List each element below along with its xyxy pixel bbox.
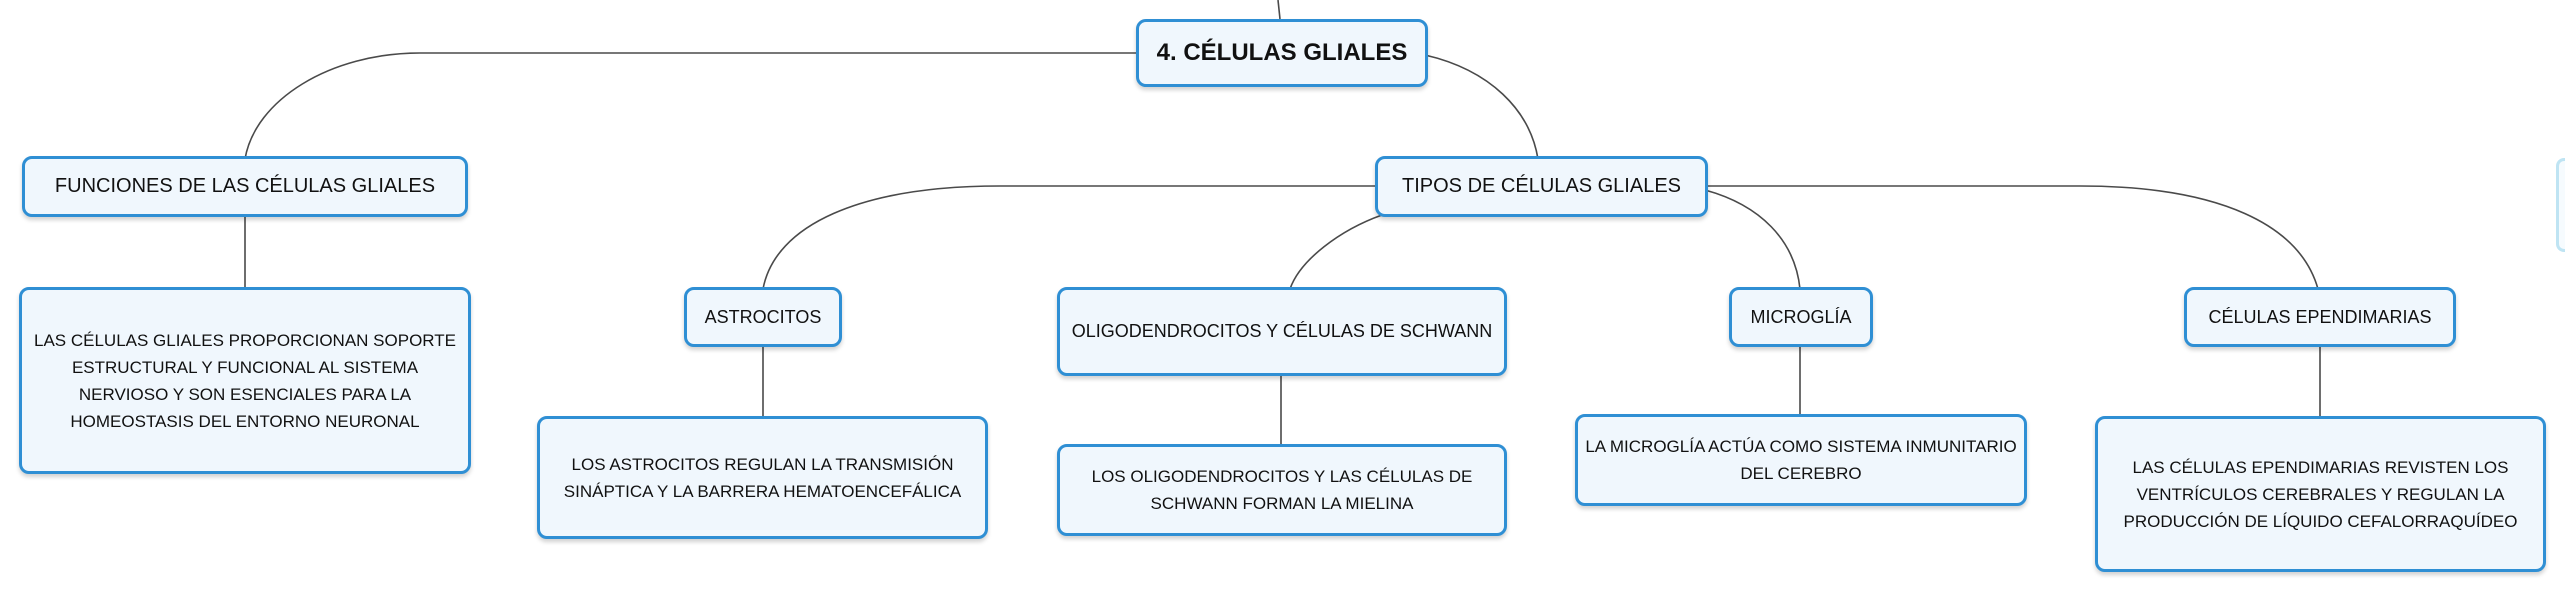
astrocytes-node[interactable]: ASTROCITOS <box>684 287 842 347</box>
ependymal-node-label: CÉLULAS EPENDIMARIAS <box>2208 306 2432 327</box>
ependymal-detail-node[interactable]: LAS CÉLULAS EPENDIMARIAS REVISTEN LOS VE… <box>2095 416 2546 572</box>
types-node[interactable]: TIPOS DE CÉLULAS GLIALES <box>1375 156 1708 217</box>
oligodendrocytes-node-label: OLIGODENDROCITOS Y CÉLULAS DE SCHWANN <box>1071 321 1493 341</box>
microglia-node-label: MICROGLÍA <box>1750 306 1852 327</box>
offscreen-node-edge[interactable] <box>2556 158 2565 252</box>
astrocytes-detail-text: LOS ASTROCITOS REGULAN LA TRANSMISIÓN SI… <box>563 454 962 501</box>
functions-detail-node[interactable]: LAS CÉLULAS GLIALES PROPORCIONAN SOPORTE… <box>19 287 471 474</box>
oligodendrocytes-detail-text: LOS OLIGODENDROCITOS Y LAS CÉLULAS DE SC… <box>1091 467 1473 513</box>
connector-root-functions <box>244 52 1138 160</box>
microglia-detail-text: LA MICROGLÍA ACTÚA COMO SISTEMA INMUNITA… <box>1585 437 2017 483</box>
microglia-detail-node[interactable]: LA MICROGLÍA ACTÚA COMO SISTEMA INMUNITA… <box>1575 414 2027 506</box>
functions-node[interactable]: FUNCIONES DE LAS CÉLULAS GLIALES <box>22 156 468 217</box>
oligodendrocytes-node[interactable]: OLIGODENDROCITOS Y CÉLULAS DE SCHWANN <box>1057 287 1507 376</box>
oligodendrocytes-detail-node[interactable]: LOS OLIGODENDROCITOS Y LAS CÉLULAS DE SC… <box>1057 444 1507 536</box>
types-node-label: TIPOS DE CÉLULAS GLIALES <box>1402 175 1681 197</box>
ependymal-node[interactable]: CÉLULAS EPENDIMARIAS <box>2184 287 2456 347</box>
ependymal-detail-text: LAS CÉLULAS EPENDIMARIAS REVISTEN LOS VE… <box>2123 457 2518 531</box>
functions-detail-text: LAS CÉLULAS GLIALES PROPORCIONAN SOPORTE… <box>34 330 456 431</box>
astrocytes-detail-node[interactable]: LOS ASTROCITOS REGULAN LA TRANSMISIÓN SI… <box>537 416 988 539</box>
astrocytes-node-label: ASTROCITOS <box>704 306 822 327</box>
connector-types-microglia <box>1704 189 1801 290</box>
connector-root-types <box>1424 54 1539 160</box>
connector-root-parent <box>1277 0 1281 20</box>
connector-types-oligodendrocytes <box>1289 214 1383 290</box>
functions-node-label: FUNCIONES DE LAS CÉLULAS GLIALES <box>54 175 436 197</box>
microglia-node[interactable]: MICROGLÍA <box>1729 287 1873 347</box>
connector-types-astrocytes <box>762 185 1378 290</box>
root-node-label: 4. CÉLULAS GLIALES <box>1156 39 1408 66</box>
connector-types-ependymal <box>1705 185 2319 290</box>
root-node[interactable]: 4. CÉLULAS GLIALES <box>1136 19 1428 87</box>
